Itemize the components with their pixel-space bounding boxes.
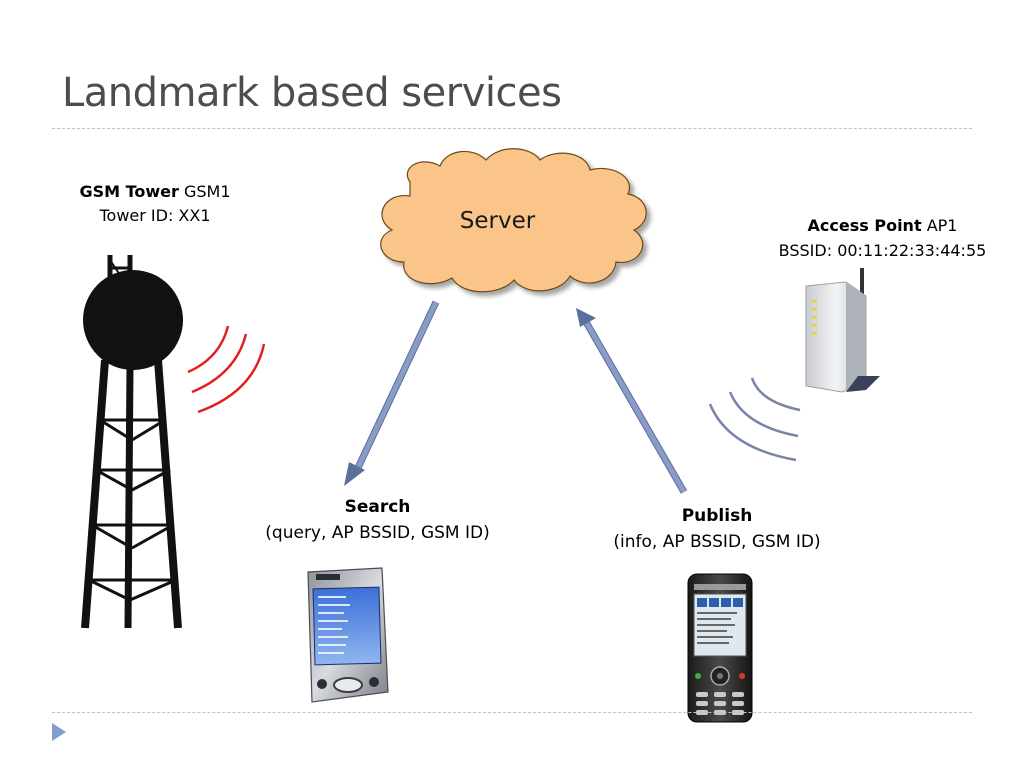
- ap-signal-icon: [708, 377, 801, 462]
- publish-label: Publish (info, AP BSSID, GSM ID): [598, 503, 836, 555]
- publish-arrow: [576, 308, 688, 494]
- pda-device-icon: [307, 567, 389, 703]
- publish-title: Publish: [681, 506, 753, 526]
- gsm-tower-label: GSM Tower GSM1 Tower ID: XX1: [40, 180, 270, 228]
- publish-params: (info, AP BSSID, GSM ID): [613, 532, 821, 552]
- search-label: Search (query, AP BSSID, GSM ID): [245, 494, 510, 546]
- mobile-phone-icon: [687, 573, 753, 723]
- gsm-tower-id: Tower ID: XX1: [99, 206, 211, 225]
- access-point-bssid: BSSID: 00:11:22:33:44:55: [778, 241, 987, 260]
- gsm-tower-id-name: GSM1: [184, 182, 231, 201]
- search-params: (query, AP BSSID, GSM ID): [265, 523, 490, 543]
- search-arrow: [344, 300, 440, 486]
- top-divider: [52, 128, 972, 129]
- wifi-router-icon: [805, 268, 880, 393]
- search-title: Search: [344, 497, 411, 517]
- gsm-tower-icon: [81, 255, 183, 629]
- access-point-name: Access Point: [807, 216, 922, 235]
- bottom-divider: [52, 712, 972, 713]
- access-point-label: Access Point AP1 BSSID: 00:11:22:33:44:5…: [760, 213, 1005, 263]
- slide-title: Landmark based services: [62, 70, 562, 116]
- gsm-tower-name: GSM Tower: [79, 182, 179, 201]
- server-label: Server: [459, 208, 536, 234]
- gsm-signal-icon: [187, 325, 266, 414]
- cloud-icon: [380, 148, 647, 293]
- play-triangle-icon: [52, 723, 66, 741]
- access-point-id-name: AP1: [926, 216, 958, 235]
